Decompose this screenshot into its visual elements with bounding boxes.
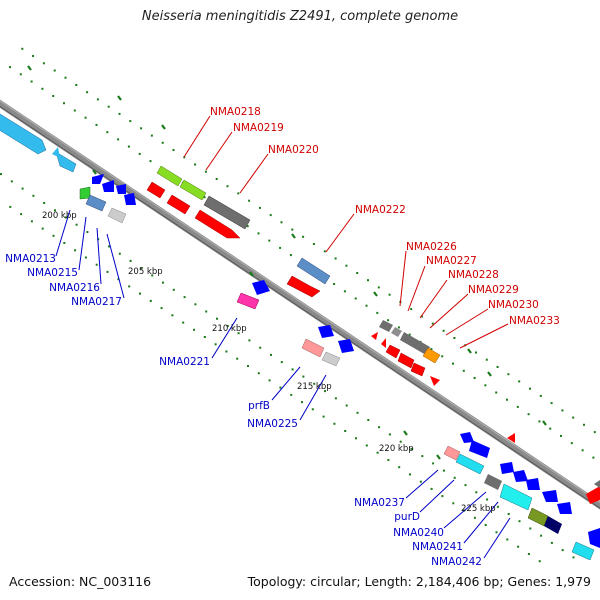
forward-gene-labels: NMA0218 NMA0219 NMA0220 NMA0222 NMA0226 … [210, 106, 560, 327]
genome-backbone [0, 99, 600, 510]
gene-label-forward[interactable]: NMA0233 [509, 315, 560, 327]
gene-label-reverse[interactable]: NMA0213 [5, 253, 56, 265]
reverse-leaders [55, 209, 511, 559]
scale-dots [0, 47, 596, 563]
gene-label-reverse[interactable]: NMA0216 [49, 282, 100, 294]
gene-label-forward[interactable]: NMA0218 [210, 106, 261, 118]
scale-label: 200 kbp [42, 211, 77, 221]
reverse-genes [0, 113, 600, 561]
gene-label-forward[interactable]: NMA0227 [426, 255, 477, 267]
forward-leaders [183, 115, 509, 349]
reverse-gene-labels: NMA0213 NMA0215 NMA0216 NMA0217 NMA0221 … [5, 253, 482, 568]
scale-label: 205 kbp [128, 267, 163, 277]
gene-label-forward[interactable]: NMA0219 [233, 122, 284, 134]
map-title: Neisseria meningitidis Z2491, complete g… [141, 9, 459, 24]
gene-label-forward[interactable]: NMA0229 [468, 284, 519, 296]
gene-label-reverse[interactable]: NMA0221 [159, 356, 210, 368]
forward-genes [146, 165, 515, 443]
scale-labels: 200 kbp 205 kbp 210 kbp 215 kbp 220 kbp … [42, 211, 496, 514]
gene-label-reverse[interactable]: prfB [248, 400, 270, 412]
gene-label-forward[interactable]: NMA0226 [406, 241, 457, 253]
gene-label-reverse[interactable]: NMA0241 [412, 541, 463, 553]
gene-label-reverse[interactable]: NMA0215 [27, 267, 78, 279]
gene-label-reverse[interactable]: NMA0217 [71, 296, 122, 308]
gene-label-reverse[interactable]: NMA0237 [354, 497, 405, 509]
scale-label: 220 kbp [379, 444, 414, 454]
accession-text: Accession: NC_003116 [9, 574, 152, 589]
gene-label-forward[interactable]: NMA0220 [268, 144, 319, 156]
topology-summary: Topology: circular; Length: 2,184,406 bp… [247, 574, 591, 589]
gene-label-reverse[interactable]: NMA0240 [393, 527, 444, 539]
gene-label-reverse[interactable]: NMA0225 [247, 418, 298, 430]
gene-label-forward[interactable]: NMA0222 [355, 204, 406, 216]
gene-label-forward[interactable]: NMA0230 [488, 299, 539, 311]
scale-label: 225 kbp [461, 504, 496, 514]
gene-label-reverse[interactable]: NMA0242 [431, 556, 482, 568]
gene-label-forward[interactable]: NMA0228 [448, 269, 499, 281]
gene-label-reverse[interactable]: purD [394, 511, 420, 523]
scale-label: 210 kbp [212, 324, 247, 334]
scale-label: 215 kbp [297, 382, 332, 392]
scale-ticks [27, 65, 547, 460]
